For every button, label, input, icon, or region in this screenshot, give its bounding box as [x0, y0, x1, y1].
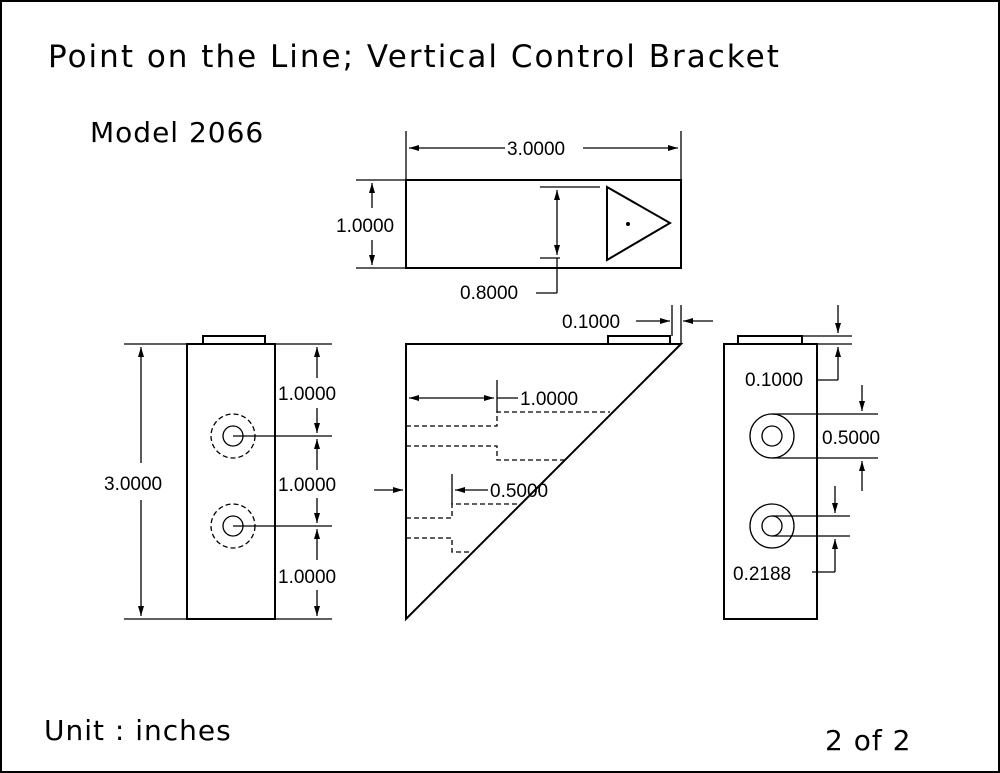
unit-label: Unit : inches	[44, 714, 232, 747]
step-small-dim: 0.5000	[490, 481, 548, 502]
small-hole-dim: 0.2188	[733, 564, 791, 585]
front-view: 0.1000 1.0000 0.5000	[374, 305, 713, 622]
page-number: 2 of 2	[825, 724, 911, 757]
tab-dim: 0.1000	[562, 312, 620, 333]
inner-dim: 0.8000	[460, 283, 518, 304]
right-view-tab	[737, 335, 803, 345]
drawing-title: Point on the Line; Vertical Control Brac…	[48, 39, 781, 75]
right-view: 0.5000 0.2188 0.1000	[723, 305, 880, 620]
top-view: 3.0000 1.0000 0.8000	[336, 131, 682, 304]
top-height-dim: 1.0000	[336, 216, 394, 237]
hole-dim: 0.5000	[822, 428, 880, 449]
left-view: 3.0000 1.0000 1.0000 1.0000	[104, 335, 336, 620]
left-view-outline	[186, 343, 276, 620]
spacing-dim-2: 1.0000	[278, 475, 336, 496]
top-width-dim: 3.0000	[507, 139, 565, 160]
left-height-dim: 3.0000	[104, 474, 162, 495]
top-view-outline	[405, 179, 682, 269]
triangle-marker	[606, 185, 672, 262]
tab-height-dim: 0.1000	[745, 370, 803, 391]
spacing-dim-3: 1.0000	[278, 567, 336, 588]
model-label: Model 2066	[90, 116, 264, 149]
left-view-tab	[202, 335, 266, 345]
front-view-outline	[405, 343, 684, 622]
spacing-dim-1: 1.0000	[278, 384, 336, 405]
center-point	[626, 222, 630, 226]
right-hole-upper	[749, 413, 795, 459]
front-view-tab	[607, 335, 671, 345]
step-dim: 1.0000	[520, 389, 578, 410]
right-hole-lower	[749, 503, 795, 549]
